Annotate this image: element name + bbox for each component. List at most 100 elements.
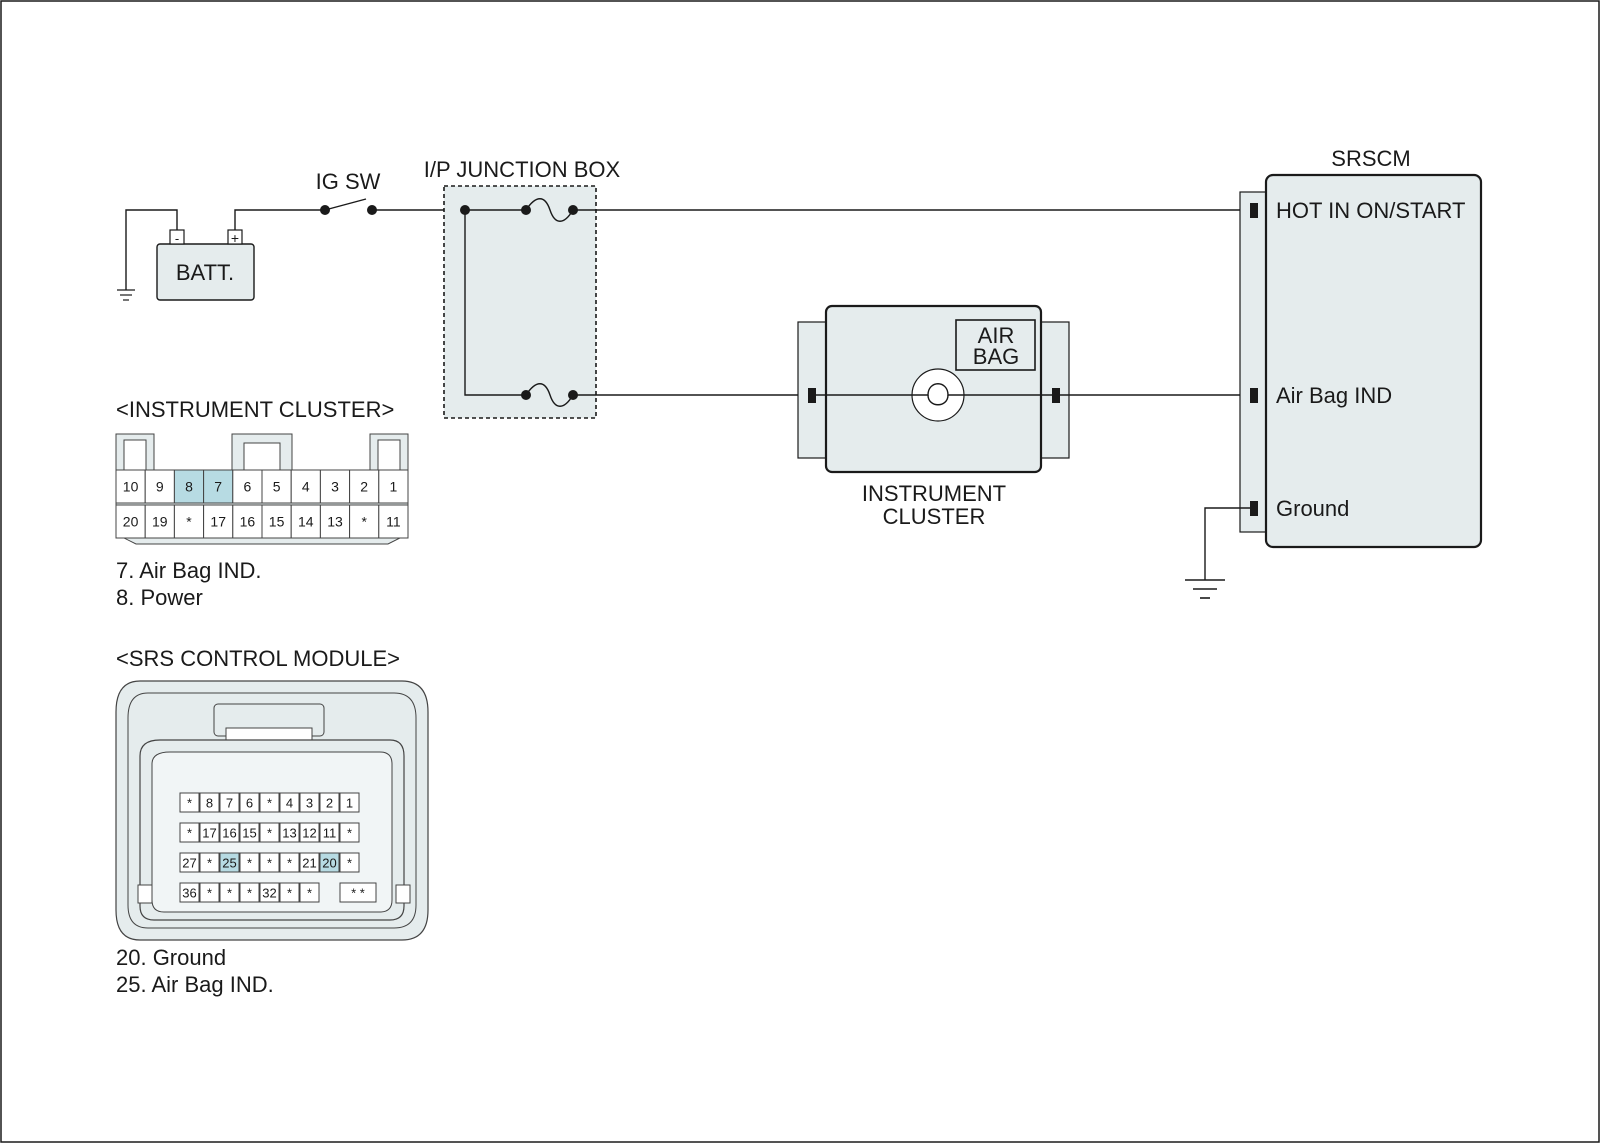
battery-positive-label: +	[231, 230, 239, 246]
pin-label: 9	[156, 479, 164, 495]
ic-note-2: 8. Power	[116, 585, 203, 610]
srs-note-2: 25. Air Bag IND.	[116, 972, 274, 997]
pin-cell	[239, 822, 260, 843]
pin-label: 7	[214, 479, 222, 495]
pin-cell	[349, 469, 380, 504]
pin-label: *	[207, 856, 212, 871]
pin-label: *	[187, 796, 192, 811]
pin-label: 15	[269, 514, 285, 530]
pin-label: 7	[226, 796, 233, 811]
pin-cell	[232, 504, 263, 539]
pin-label: 19	[152, 514, 168, 530]
pin-cell	[339, 882, 377, 903]
pin-cell	[179, 792, 200, 813]
ground-symbol-srscm	[1185, 579, 1225, 599]
pin-cell	[290, 504, 321, 539]
ignition-switch: IG SW	[316, 169, 381, 215]
pin-label: 36	[182, 886, 196, 901]
cluster-terminal-left	[808, 388, 816, 403]
pin-cell	[203, 504, 234, 539]
pin-label: 15	[242, 826, 256, 841]
pin-cell	[219, 852, 240, 873]
pin-label: 6	[246, 796, 253, 811]
pin-label: *	[287, 856, 292, 871]
pin-label: *	[287, 886, 292, 901]
pin-cell	[179, 882, 200, 903]
cluster-terminal-right	[1052, 388, 1060, 403]
pin-label: *	[267, 856, 272, 871]
pin-cell	[173, 504, 205, 539]
pin-label: 8	[206, 796, 213, 811]
pin-cell	[259, 882, 280, 903]
pin-cell	[259, 822, 280, 843]
srscm-terminal-airbag	[1250, 388, 1258, 403]
pin-label: *	[361, 514, 367, 530]
pin-cell	[199, 882, 220, 903]
pin-label: 27	[182, 856, 196, 871]
pin-cell	[239, 792, 260, 813]
pin-cell	[232, 469, 263, 504]
pin-cell	[219, 792, 240, 813]
pin-cell	[199, 792, 220, 813]
pin-cell	[259, 852, 280, 873]
air-label: AIR	[978, 323, 1015, 348]
pin-cell	[349, 504, 380, 539]
pin-label: *	[186, 514, 192, 530]
ig-sw-label: IG SW	[316, 169, 381, 194]
pin-cell	[299, 822, 320, 843]
pin-cell	[179, 852, 200, 873]
pin-cell	[203, 469, 234, 504]
pin-label: 4	[302, 479, 310, 495]
pin-cell	[115, 469, 146, 504]
ic-note-1: 7. Air Bag IND.	[116, 558, 262, 583]
pin-label: 10	[123, 479, 139, 495]
srscm-label: SRSCM	[1331, 146, 1410, 171]
pin-cell	[239, 882, 260, 903]
pin-cell	[259, 792, 280, 813]
pin-label: * *	[351, 886, 365, 901]
pin-label: *	[207, 886, 212, 901]
srscm-module: SRSCM HOT IN ON/START Air Bag IND Ground	[1239, 146, 1483, 549]
pin-label: 8	[185, 479, 193, 495]
pin-label: *	[247, 856, 252, 871]
pin-cell	[378, 504, 409, 539]
pin-label: 32	[262, 886, 276, 901]
pin-label: 3	[306, 796, 313, 811]
ip-junction-box: I/P JUNCTION BOX	[424, 157, 621, 419]
pin-label: 20	[123, 514, 139, 530]
pin-label: 13	[282, 826, 296, 841]
pin-cell	[261, 469, 292, 504]
ground-symbol-battery	[117, 289, 135, 301]
pin-label: 12	[302, 826, 316, 841]
instrument-label: INSTRUMENT	[862, 481, 1006, 506]
pin-cell	[339, 852, 360, 873]
pin-label: *	[267, 796, 272, 811]
pin-label: 14	[298, 514, 314, 530]
pin-label: 2	[360, 479, 368, 495]
pin-cell	[299, 792, 320, 813]
pin-label: 13	[327, 514, 343, 530]
battery-negative-label: -	[175, 231, 179, 246]
pin-cell	[144, 469, 175, 504]
pin-label: 1	[390, 479, 398, 495]
pin-label: *	[187, 826, 192, 841]
pin-label: 5	[273, 479, 281, 495]
pin-label: 16	[222, 826, 236, 841]
pin-label: 17	[202, 826, 216, 841]
pin-label: 25	[222, 856, 236, 871]
pin-cell	[219, 822, 240, 843]
pin-cell	[378, 469, 409, 504]
pin-label: 20	[322, 856, 336, 871]
srscm-terminal-ground	[1250, 501, 1258, 516]
pin-cell	[319, 852, 340, 873]
pin-label: 17	[210, 514, 226, 530]
pin-label: 11	[386, 514, 401, 530]
pin-cell	[339, 822, 360, 843]
pin-label: 11	[323, 826, 337, 841]
pin-cell	[299, 852, 320, 873]
pin-label: *	[267, 826, 272, 841]
